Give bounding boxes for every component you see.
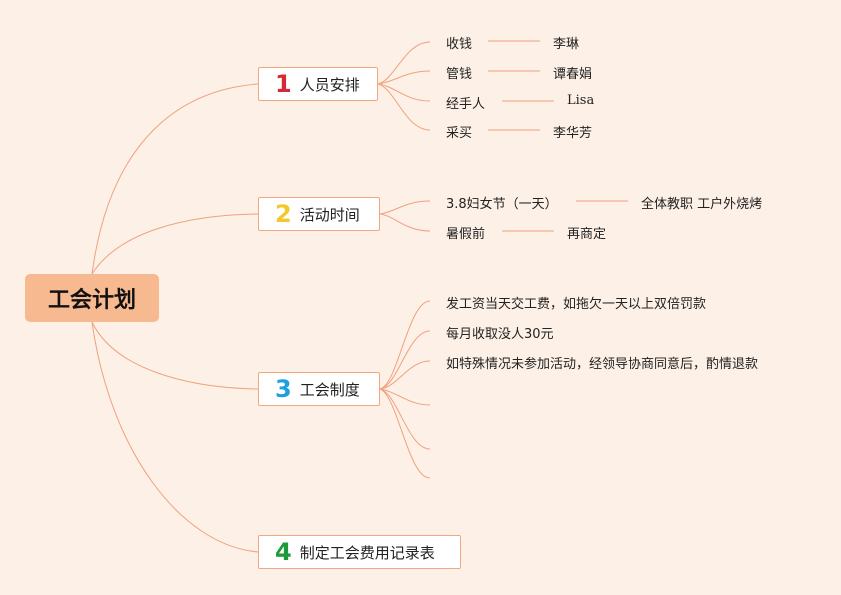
number-3-badge: 3	[275, 375, 292, 403]
branch-1-link-2	[377, 70, 431, 85]
branch-3-item-1[interactable]: 发工资当天交工费，如拖欠一天以上双倍罚款	[446, 297, 707, 312]
root-to-branch-1-line	[91, 83, 259, 275]
number-4-badge: 4	[275, 538, 292, 566]
branch-4-label: 制定工会费用记录表	[299, 543, 435, 562]
branch-3-link-1	[379, 300, 431, 390]
branch-3-link-4	[379, 388, 431, 406]
branch-4-node[interactable]: 4 制定工会费用记录表	[258, 535, 461, 569]
branch-3-link-3	[379, 360, 431, 390]
branch-3-link-6	[379, 388, 431, 479]
branch-1-link-1	[377, 41, 431, 85]
central-topic[interactable]: 工会计划	[25, 274, 159, 322]
branch-1-item-3-right[interactable]: Lisa	[567, 93, 595, 108]
branch-2-node[interactable]: 2 活动时间	[258, 197, 380, 231]
branch-1-item-1-left[interactable]: 收钱	[446, 37, 473, 52]
root-to-branch-4-line	[91, 321, 259, 553]
branch-2-item-1-right[interactable]: 全体教职 工户外烧烤	[641, 197, 763, 212]
branch-1-label: 人员安排	[299, 75, 360, 94]
branch-2-item-2-right[interactable]: 再商定	[567, 227, 607, 242]
branch-3-item-3[interactable]: 如特殊情况未参加活动，经领导协商同意后，酌情退款	[446, 357, 759, 372]
branch-3-link-2	[379, 330, 431, 390]
branch-3-link-5	[379, 388, 431, 450]
branch-1-node[interactable]: 1 人员安排	[258, 67, 378, 101]
branch-3-node[interactable]: 3 工会制度	[258, 372, 380, 406]
branch-2-label: 活动时间	[299, 205, 360, 224]
branch-1-item-4-left[interactable]: 采买	[446, 126, 473, 141]
branch-2-link-2	[379, 213, 431, 232]
number-1-badge: 1	[275, 70, 292, 98]
number-2-badge: 2	[275, 200, 292, 228]
branch-1-item-1-right[interactable]: 李琳	[553, 37, 580, 52]
branch-1-item-4-right[interactable]: 李华芳	[553, 126, 593, 141]
root-to-branch-3-line	[91, 321, 259, 390]
branch-2-item-1-left[interactable]: 3.8妇女节（一天）	[446, 197, 558, 212]
central-topic-label: 工会计划	[47, 288, 136, 313]
branch-2-item-2-left[interactable]: 暑假前	[446, 227, 486, 242]
branch-1-item-2-right[interactable]: 谭春娟	[553, 67, 593, 82]
root-to-branch-2-line	[91, 213, 259, 275]
branch-3-label: 工会制度	[299, 380, 360, 399]
branch-1-link-4	[377, 83, 431, 131]
branch-1-item-3-left[interactable]: 经手人	[446, 97, 486, 112]
branch-3-item-2[interactable]: 每月收取没人30元	[446, 327, 554, 342]
branch-1-item-2-left[interactable]: 管钱	[446, 67, 473, 82]
branch-1-link-3	[377, 83, 431, 102]
branch-2-link-1	[379, 200, 431, 215]
